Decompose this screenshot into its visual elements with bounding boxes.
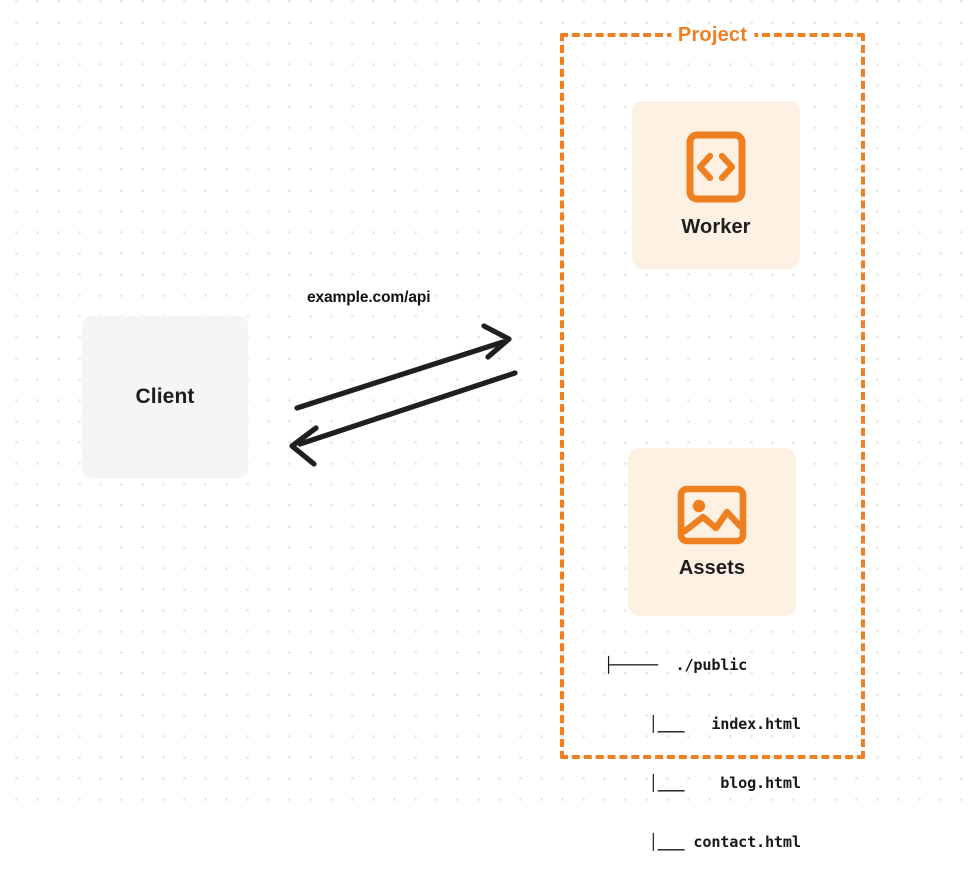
file-tree-row: │___ index.html — [604, 714, 801, 733]
worker-node-label: Worker — [681, 216, 751, 238]
assets-node[interactable]: Assets — [628, 448, 796, 616]
file-tree-row: ├───── ./public — [604, 656, 748, 675]
client-node-label: Client — [135, 385, 195, 408]
connector-arrows — [289, 323, 518, 467]
assets-node-label: Assets — [678, 557, 746, 579]
client-node[interactable]: Client — [82, 316, 248, 478]
request-arrow — [294, 323, 512, 411]
file-tree-row: │___ blog.html — [604, 773, 801, 792]
diagram-canvas: Client example.com/api Project Worker — [0, 0, 980, 851]
image-icon — [677, 485, 747, 545]
file-tree-row: │___ contact.html — [604, 832, 801, 851]
assets-file-tree: ├───── ./public │___ index.html │___ blo… — [604, 617, 801, 891]
worker-node[interactable]: Worker — [632, 101, 800, 269]
project-title: Project — [670, 24, 755, 47]
response-arrow — [289, 370, 518, 467]
project-boundary: Project — [560, 24, 865, 759]
connector-label: example.com/api — [307, 289, 431, 306]
code-brackets-icon — [686, 131, 746, 203]
